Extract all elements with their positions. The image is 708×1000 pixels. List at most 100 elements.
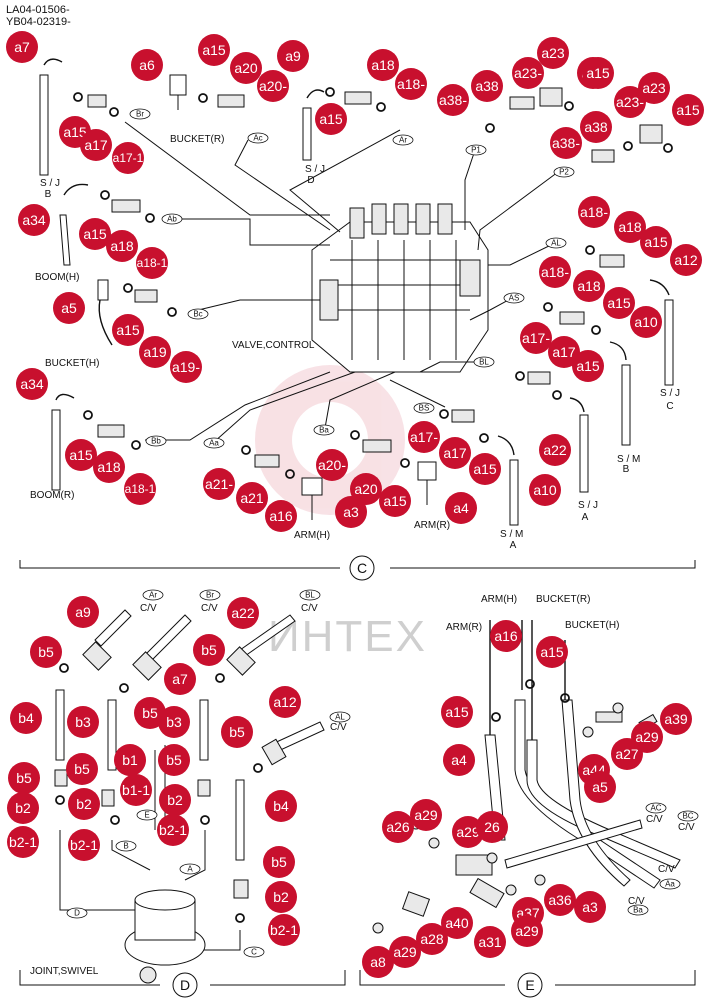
part-callout[interactable]: a19 (139, 336, 171, 368)
part-callout[interactable]: b2-1 (68, 829, 100, 861)
part-callout[interactable]: b5 (221, 716, 253, 748)
part-callout[interactable]: a5 (53, 292, 85, 324)
part-callout[interactable]: a15 (536, 636, 568, 668)
callout-marker[interactable] (170, 351, 202, 383)
part-callout[interactable]: a4 (445, 492, 477, 524)
part-callout[interactable]: a38- (437, 84, 469, 116)
callout-marker[interactable] (257, 70, 289, 102)
callout-marker[interactable] (236, 482, 268, 514)
callout-marker[interactable] (265, 881, 297, 913)
part-callout[interactable]: a15 (469, 453, 501, 485)
callout-marker[interactable] (227, 597, 259, 629)
callout-marker[interactable] (395, 68, 427, 100)
callout-marker[interactable] (80, 129, 112, 161)
callout-marker[interactable] (66, 753, 98, 785)
part-callout[interactable]: b2 (159, 784, 191, 816)
callout-marker[interactable] (539, 434, 571, 466)
callout-marker[interactable] (544, 884, 576, 916)
part-callout[interactable]: a29 (452, 816, 484, 848)
callout-marker[interactable] (512, 57, 544, 89)
part-callout[interactable]: a15 (572, 350, 604, 382)
part-callout[interactable]: a22 (227, 597, 259, 629)
part-callout[interactable]: a18-1 (124, 473, 156, 505)
callout-marker[interactable] (539, 256, 571, 288)
part-callout[interactable]: b2 (265, 881, 297, 913)
callout-marker[interactable] (630, 306, 662, 338)
callout-marker[interactable] (603, 287, 635, 319)
callout-marker[interactable] (660, 703, 692, 735)
callout-marker[interactable] (158, 706, 190, 738)
part-callout[interactable]: a17- (408, 421, 440, 453)
callout-marker[interactable] (670, 244, 702, 276)
callout-marker[interactable] (631, 721, 663, 753)
part-callout[interactable]: a23- (614, 86, 646, 118)
callout-marker[interactable] (263, 846, 295, 878)
part-callout[interactable]: a29 (511, 915, 543, 947)
part-callout[interactable]: b5 (8, 762, 40, 794)
part-callout[interactable]: a18- (395, 68, 427, 100)
callout-marker[interactable] (441, 696, 473, 728)
part-callout[interactable]: a23- (512, 57, 544, 89)
callout-marker[interactable] (672, 94, 704, 126)
part-callout[interactable]: b3 (67, 706, 99, 738)
part-callout[interactable]: a34 (16, 368, 48, 400)
part-callout[interactable]: b5 (134, 697, 166, 729)
part-callout[interactable]: a19- (170, 351, 202, 383)
part-callout[interactable]: a18 (367, 49, 399, 81)
part-callout[interactable]: a9 (67, 596, 99, 628)
part-callout[interactable]: a23 (638, 72, 670, 104)
callout-marker[interactable] (578, 196, 610, 228)
part-callout[interactable]: b2-1 (7, 826, 39, 858)
callout-marker[interactable] (511, 915, 543, 947)
part-callout[interactable]: a34 (18, 204, 50, 236)
callout-marker[interactable] (68, 829, 100, 861)
callout-marker[interactable] (203, 468, 235, 500)
part-callout[interactable]: 26 (476, 811, 508, 843)
callout-marker[interactable] (367, 49, 399, 81)
part-callout[interactable]: a21 (236, 482, 268, 514)
part-callout[interactable]: a3 (335, 496, 367, 528)
callout-marker[interactable] (316, 449, 348, 481)
part-callout[interactable]: a39 (660, 703, 692, 735)
callout-marker[interactable] (16, 368, 48, 400)
part-callout[interactable]: b1 (114, 744, 146, 776)
part-callout[interactable]: b1-1 (120, 774, 152, 806)
part-callout[interactable]: a12 (670, 244, 702, 276)
callout-marker[interactable] (114, 744, 146, 776)
part-callout[interactable]: a17- (520, 322, 552, 354)
part-callout[interactable]: a36 (544, 884, 576, 916)
callout-marker[interactable] (230, 52, 262, 84)
part-callout[interactable]: b5 (263, 846, 295, 878)
callout-marker[interactable] (490, 620, 522, 652)
callout-marker[interactable] (68, 788, 100, 820)
part-callout[interactable]: b5 (193, 634, 225, 666)
callout-marker[interactable] (584, 771, 616, 803)
callout-marker[interactable] (469, 453, 501, 485)
part-callout[interactable]: a12 (269, 686, 301, 718)
callout-marker[interactable] (65, 439, 97, 471)
part-callout[interactable]: a29 (389, 936, 421, 968)
callout-marker[interactable] (30, 636, 62, 668)
part-callout[interactable]: a4 (443, 744, 475, 776)
callout-marker[interactable] (389, 936, 421, 968)
callout-marker[interactable] (157, 814, 189, 846)
part-callout[interactable]: a15 (379, 485, 411, 517)
callout-marker[interactable] (193, 634, 225, 666)
callout-marker[interactable] (7, 792, 39, 824)
callout-marker[interactable] (112, 314, 144, 346)
part-callout[interactable]: a17 (80, 129, 112, 161)
part-callout[interactable]: a18 (614, 211, 646, 243)
part-callout[interactable]: a28 (416, 923, 448, 955)
callout-marker[interactable] (198, 34, 230, 66)
callout-marker[interactable] (139, 336, 171, 368)
part-callout[interactable]: a16 (490, 620, 522, 652)
callout-marker[interactable] (362, 946, 394, 978)
part-callout[interactable]: a18 (106, 230, 138, 262)
part-callout[interactable]: a38- (550, 127, 582, 159)
callout-marker[interactable] (410, 799, 442, 831)
callout-marker[interactable] (67, 596, 99, 628)
callout-marker[interactable] (614, 211, 646, 243)
callout-marker[interactable] (382, 811, 414, 843)
callout-marker[interactable] (350, 473, 382, 505)
part-callout[interactable]: a15 (198, 34, 230, 66)
